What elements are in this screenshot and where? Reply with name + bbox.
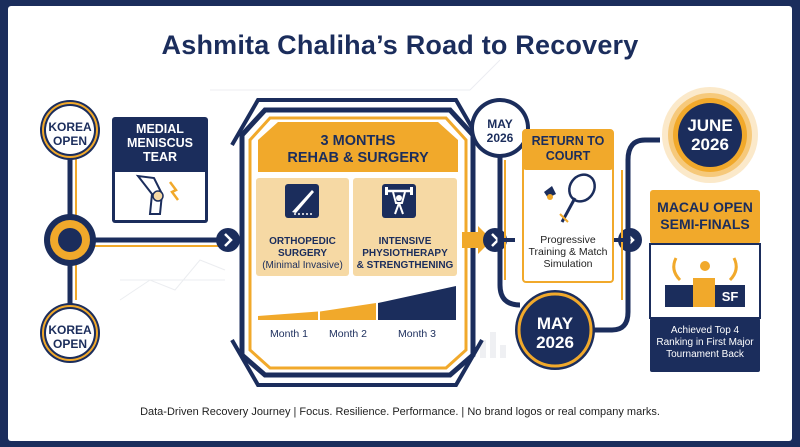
knee-injury-icon <box>135 174 179 215</box>
month-progress-step-3 <box>378 286 456 320</box>
weightlifting-icon <box>382 184 416 218</box>
scalpel-icon <box>285 184 319 218</box>
sf-badge: SF <box>721 289 739 304</box>
korea-open-top-node <box>40 100 100 160</box>
gold-arrow-right <box>462 226 492 254</box>
month-progress-step-2 <box>320 303 376 320</box>
month-1-label: Month 1 <box>270 328 308 340</box>
month-progress-bars <box>258 286 456 320</box>
surgery-label: ORTHOPEDIC SURGERY (Minimal Invasive) <box>262 236 343 271</box>
may-2026-bottom-node <box>515 290 595 370</box>
badminton-racket-shuttlecock-icon <box>544 173 596 223</box>
korea-open-bottom-node <box>40 303 100 363</box>
month-2-label: Month 2 <box>329 328 367 340</box>
page-title: Ashmita Chaliha’s Road to Recovery <box>161 30 639 60</box>
return-to-court-card <box>522 129 614 283</box>
arrow-circle-1 <box>216 228 240 252</box>
june-2026-node <box>662 87 758 183</box>
start-node <box>44 214 96 266</box>
month-progress-step-1 <box>258 311 318 320</box>
footer-note: Data-Driven Recovery Journey | Focus. Re… <box>140 406 660 418</box>
month-3-label: Month 3 <box>398 328 436 340</box>
podium-laurel-icon <box>665 257 745 307</box>
recovery-path-right <box>497 137 660 333</box>
background-decoration <box>119 59 506 358</box>
may-2026-top-node <box>470 98 530 158</box>
